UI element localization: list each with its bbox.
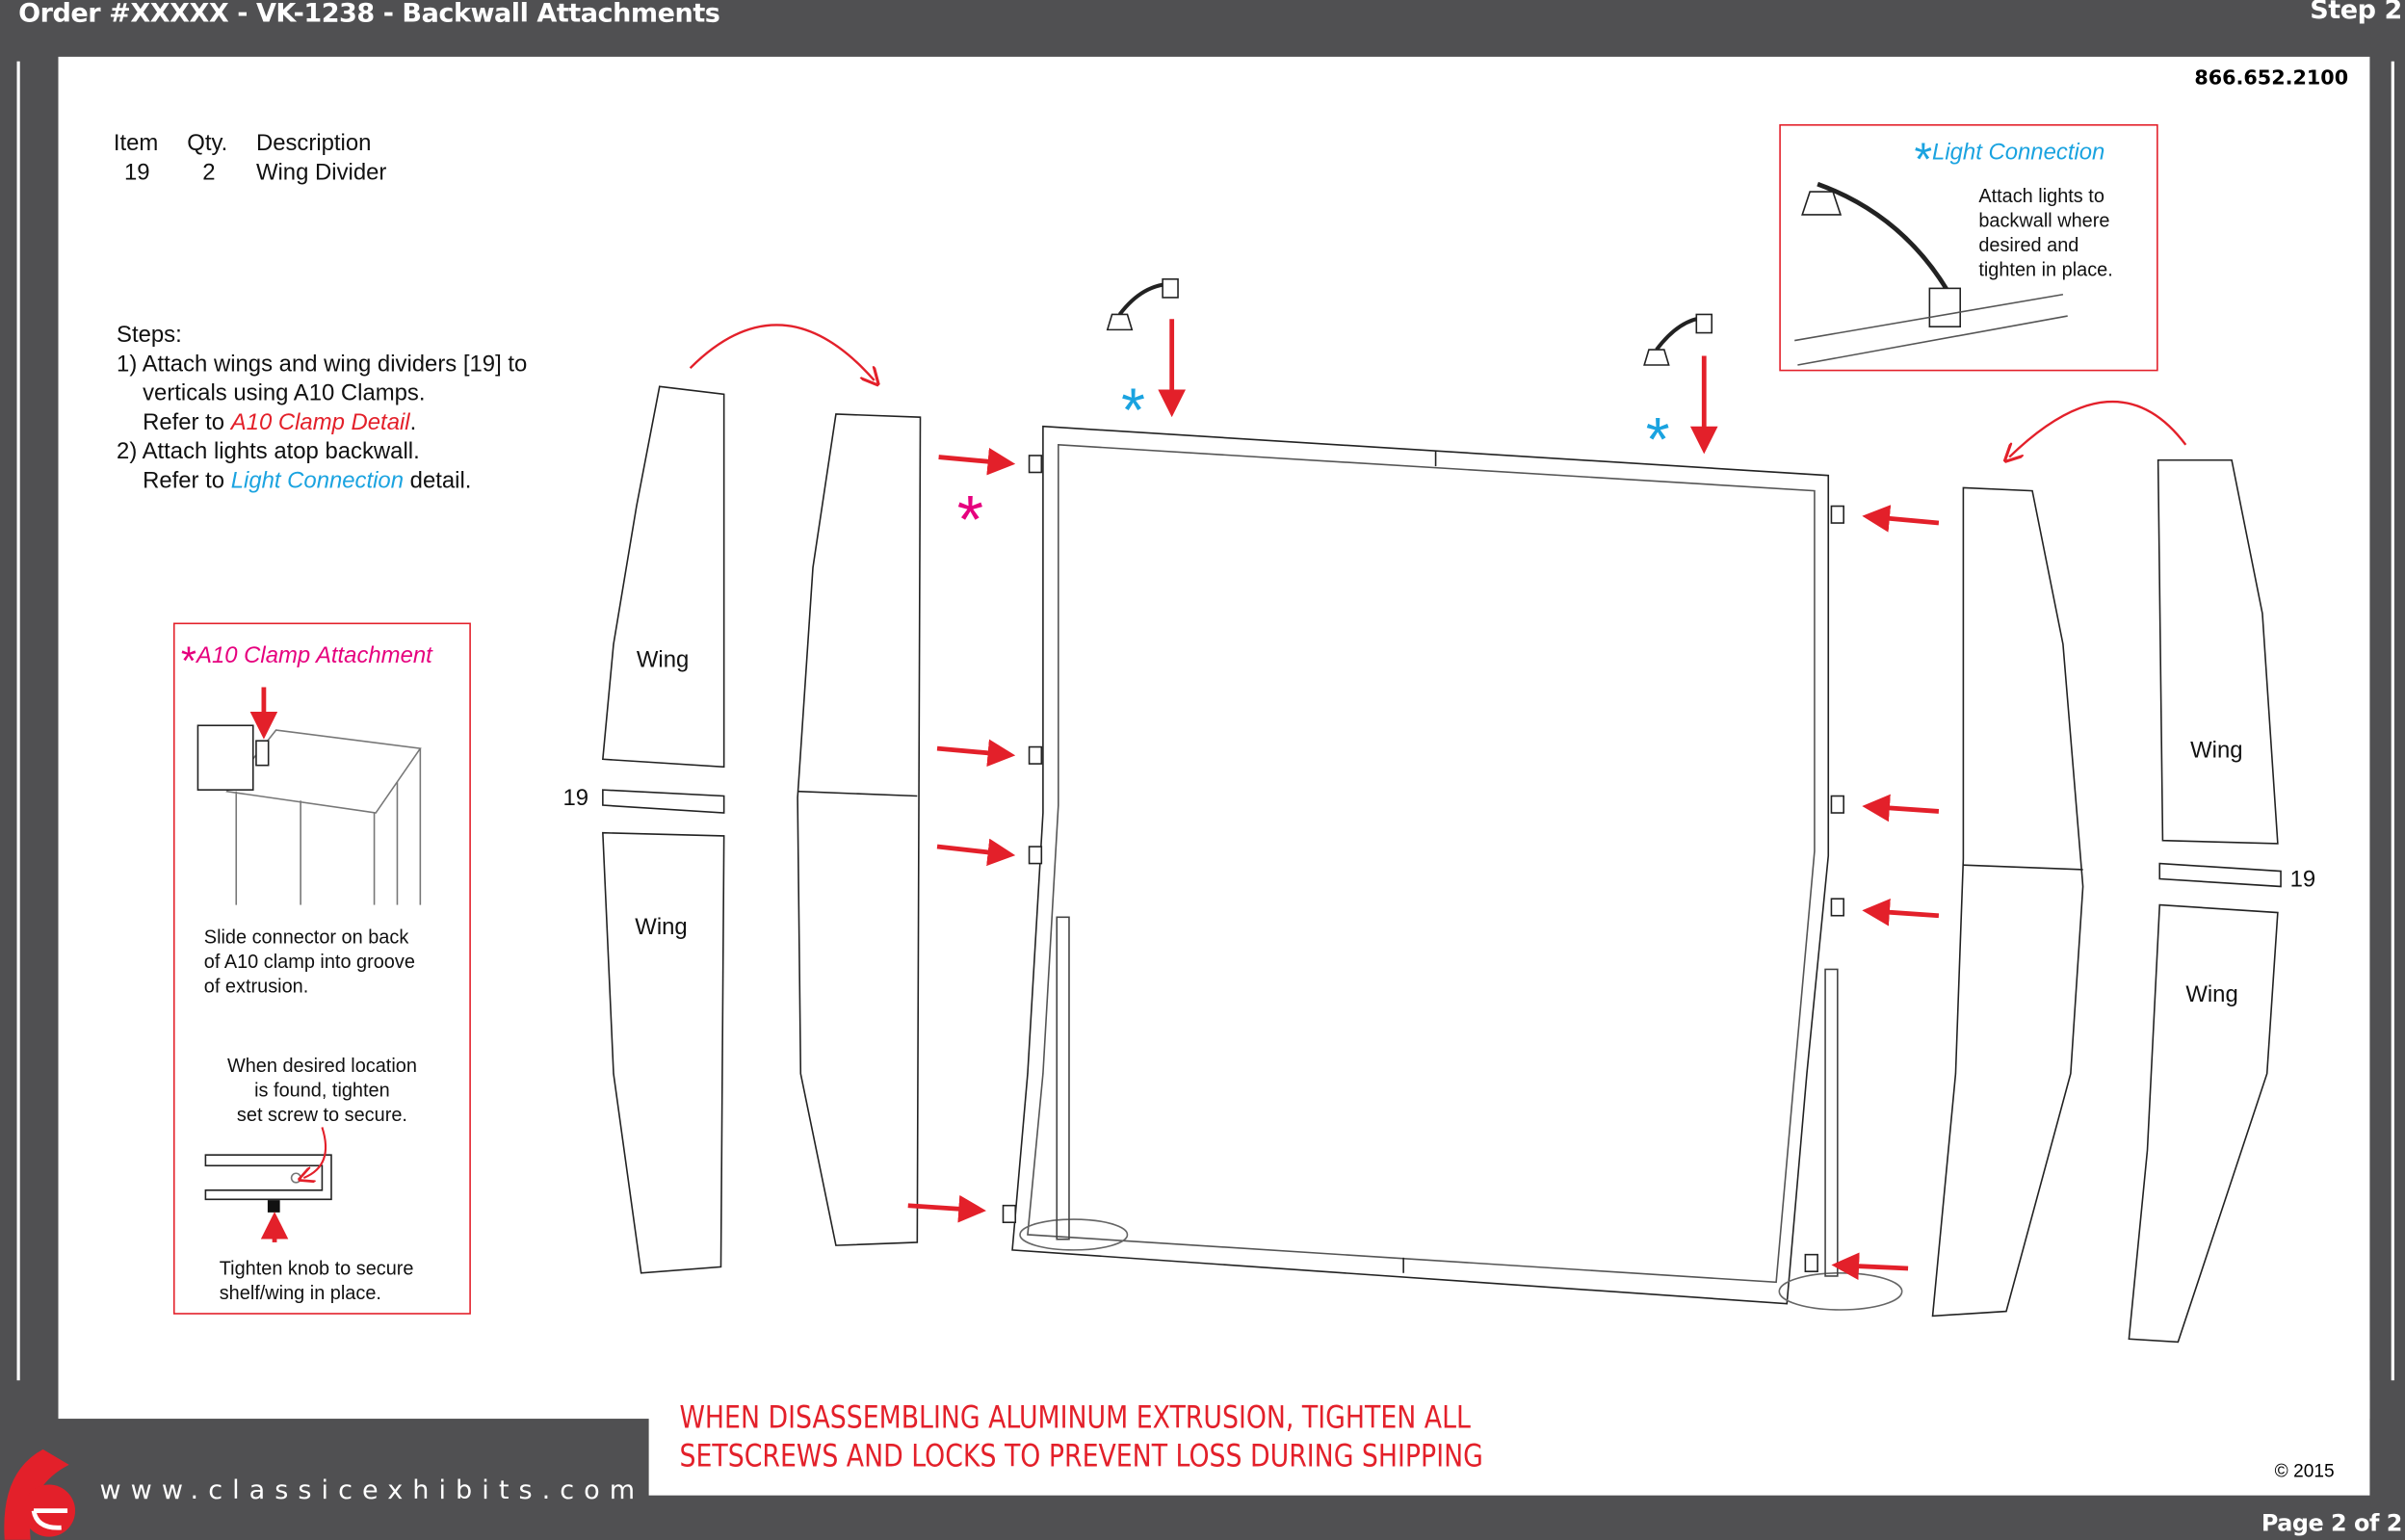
wing-label: Wing	[635, 914, 688, 941]
backwall-inner	[1027, 443, 1816, 1284]
cyan-asterisk-icon: *	[1645, 406, 1670, 475]
text-line: is found, tighten	[254, 1080, 390, 1102]
text-line: tighten in place.	[1978, 259, 2113, 281]
a10-clamp-detail-link[interactable]: A10 Clamp Detail	[230, 409, 410, 436]
phone-number: 866.652.2100	[2194, 67, 2349, 91]
col-description: Description	[255, 130, 372, 157]
warning-line: SETSCREWS AND LOCKS TO PREVENT LOSS DURI…	[679, 1437, 1483, 1475]
clamp-detail-title: *A10 Clamp Attachment	[181, 638, 432, 685]
right-inner-wing	[1931, 486, 2084, 1318]
text-line: of A10 clamp into groove	[203, 951, 415, 973]
divider-label: 19	[562, 785, 589, 812]
light-title-text: Light Connection	[1932, 139, 2105, 166]
left-rule	[16, 61, 20, 1381]
ref-text: Refer to	[143, 409, 231, 436]
page-canvas-bottom	[648, 1380, 2370, 1496]
step-1-ref: Refer to A10 Clamp Detail.	[117, 408, 527, 437]
light-connection-link[interactable]: Light Connection	[230, 467, 405, 494]
cyan-asterisk-icon: *	[1121, 377, 1145, 445]
shipping-warning: WHEN DISASSEMBLING ALUMINUM EXTRUSION, T…	[679, 1398, 1482, 1475]
left-outer-wing-top	[601, 385, 725, 769]
text-line: backwall where	[1978, 210, 2110, 232]
light-detail-text: Attach lights to backwall where desired …	[1978, 184, 2112, 282]
text-line: Attach lights to	[1978, 185, 2104, 207]
warning-line: WHEN DISASSEMBLING ALUMINUM EXTRUSION, T…	[679, 1398, 1471, 1436]
ref-suffix: detail.	[404, 467, 472, 494]
light-detail-box	[1779, 123, 2158, 372]
steps-title: Steps:	[117, 322, 182, 349]
magenta-asterisk-icon: *	[180, 638, 197, 685]
steps-block: Steps: 1) Attach wings and wing dividers…	[117, 321, 527, 496]
light-fixture-right	[1643, 313, 1713, 366]
ref-suffix: .	[409, 409, 417, 436]
page-title: Order #XXXXX - VK-1238 - Backwall Attach…	[18, 0, 720, 30]
step-2: 2) Attach lights atop backwall.	[117, 438, 420, 465]
left-outer-wing-bottom	[602, 831, 725, 1274]
clamp-text-3: Tighten knob to secure shelf/wing in pla…	[220, 1256, 414, 1305]
wing-label: Wing	[2185, 981, 2238, 1008]
wing-label: Wing	[2190, 737, 2243, 765]
light-detail-illustration	[1794, 181, 2068, 366]
text-line: set screw to secure.	[236, 1104, 407, 1126]
text-line: desired and	[1978, 234, 2079, 256]
col-qty: Qty.	[187, 130, 228, 157]
col-item: Item	[113, 130, 159, 157]
classic-exhibits-logo-icon	[4, 1449, 76, 1540]
magenta-asterisk-icon: *	[956, 483, 983, 559]
light-detail-title: *Light Connection	[1914, 135, 2104, 187]
clamp-detail-illustration	[196, 724, 422, 1213]
backwall-frame	[1011, 425, 1830, 1305]
page-number: Page 2 of 2	[2261, 1509, 2403, 1537]
step-1: 1) Attach wings and wing dividers [19] t…	[117, 351, 528, 378]
light-fixture-left	[1106, 278, 1179, 331]
row-qty: 2	[202, 159, 216, 186]
website-link[interactable]: www.classicexhibits.com	[99, 1475, 645, 1506]
copyright: © 2015	[2274, 1460, 2335, 1482]
clamp-title-text: A10 Clamp Attachment	[196, 642, 432, 669]
right-divider-19	[2158, 862, 2282, 888]
text-line: of extrusion.	[203, 975, 309, 998]
right-outer-wing-top	[2157, 458, 2279, 845]
right-rule	[2391, 61, 2394, 1381]
clamp-text-1: Slide connector on back of A10 clamp int…	[204, 925, 415, 998]
text-line: When desired location	[226, 1055, 417, 1077]
divider-label: 19	[2289, 866, 2316, 893]
step-2-ref: Refer to Light Connection detail.	[117, 466, 527, 495]
clamp-text-2: When desired location is found, tighten …	[199, 1054, 445, 1127]
left-inner-wing	[797, 413, 922, 1246]
red-arrows	[249, 319, 2187, 1280]
text-line: shelf/wing in place.	[219, 1282, 381, 1304]
text-line: Slide connector on back	[203, 926, 409, 949]
cyan-asterisk-icon: *	[1914, 135, 1933, 186]
row-item: 19	[123, 159, 150, 186]
wing-label: Wing	[636, 647, 690, 674]
right-outer-wing-bottom	[2128, 903, 2279, 1344]
left-divider-19	[602, 789, 725, 814]
text-line: Tighten knob to secure	[219, 1257, 414, 1280]
step-1-cont: verticals using A10 Clamps.	[143, 379, 426, 407]
ref-text: Refer to	[143, 467, 231, 494]
step-label: Step 2	[2310, 0, 2402, 27]
row-description: Wing Divider	[255, 159, 387, 186]
